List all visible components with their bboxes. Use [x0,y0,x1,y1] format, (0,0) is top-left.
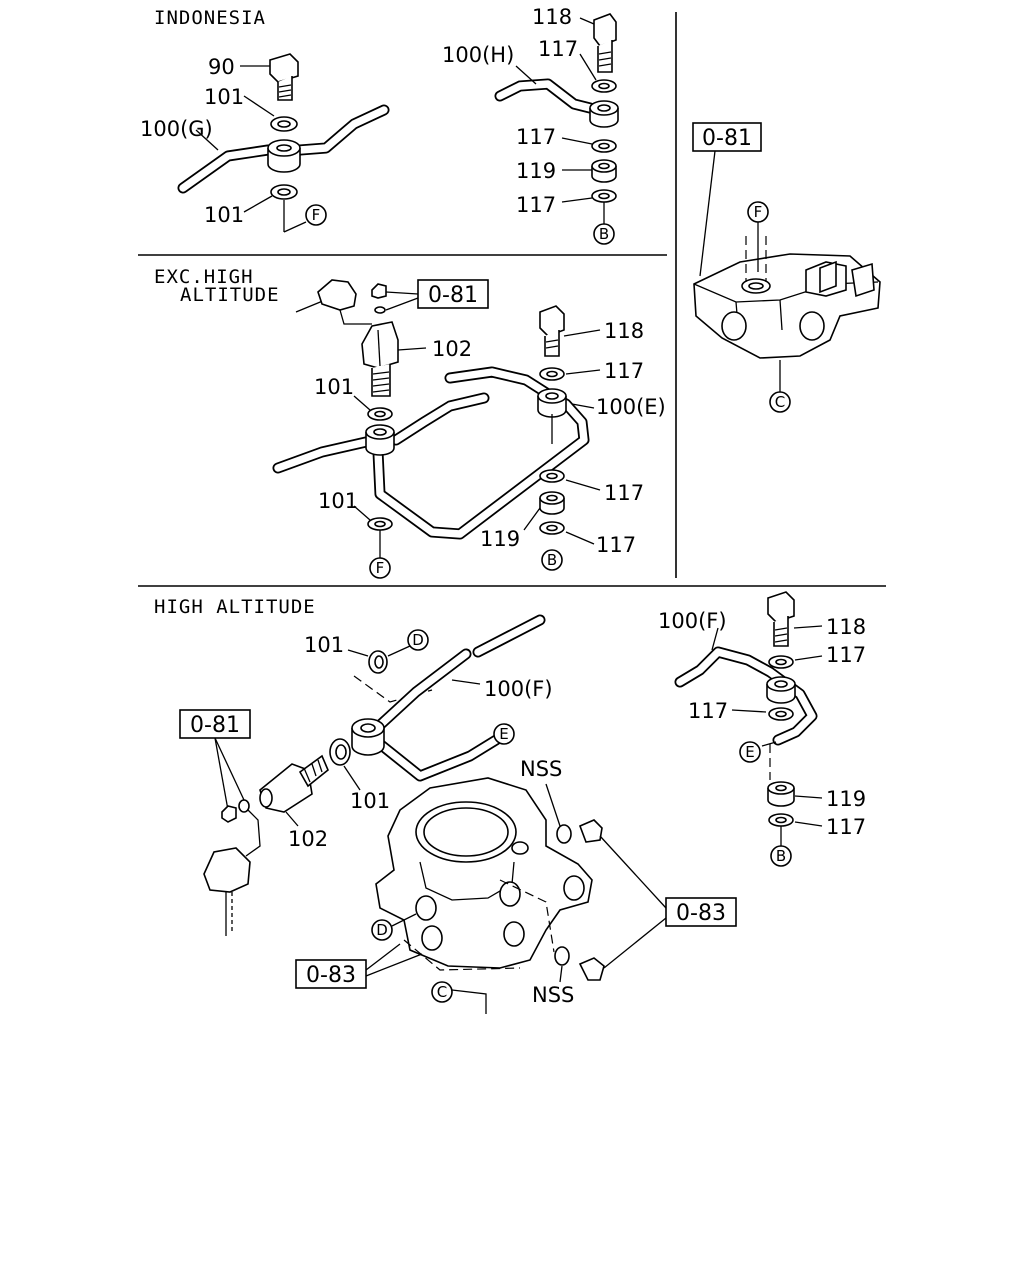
label-117-h2: 117 [516,125,556,149]
label-101-high-a: 101 [304,633,344,657]
label-102-exc: 102 [432,337,472,361]
connector-b-exc [541,549,563,571]
label-101-exc-a: 101 [314,375,354,399]
label-100f-right: 100(F) [658,609,727,633]
svg-text:0-81: 0-81 [428,283,478,308]
svg-text:F: F [376,559,385,577]
ref-box-081-top [692,122,762,152]
label-101-high-b: 101 [350,789,390,813]
label-100f-main: 100(F) [484,677,553,701]
label-119-exc: 119 [480,527,520,551]
svg-text:D: D [412,631,424,649]
washer-nss-top [556,824,572,844]
label-90: 90 [208,55,235,79]
eye-bolt-118-high [767,591,795,623]
label-102-high: 102 [288,827,328,851]
label-118-high: 118 [826,615,866,639]
washer-nss-bottom [554,946,570,966]
sensor-connector-high [203,847,251,893]
label-118-exc: 118 [604,319,644,343]
connector-f-casting [747,201,769,223]
label-117-high1: 117 [826,643,866,667]
ref-box-083-left [295,959,367,989]
connector-f-label: F [312,206,321,224]
svg-text:B: B [599,225,609,243]
label-101-a: 101 [204,85,244,109]
nut-high [221,805,237,823]
label-118-top: 118 [532,5,572,29]
exc-high-altitude-assembly: 0-81 102 101 101 F [272,279,666,579]
bolt-nss-top [578,819,603,843]
indonesia-assembly-h: 118 117 100(H) 117 119 117 B [442,5,619,245]
high-altitude-pipe-f-right: 118 117 117 100(F) E 119 117 B [658,591,866,867]
label-101-b: 101 [204,203,244,227]
svg-text:0-81: 0-81 [702,126,752,151]
label-117-exc2: 117 [604,481,644,505]
label-100g: 100(G) [140,117,213,141]
section-title-indonesia: INDONESIA [154,7,266,29]
label-119-high: 119 [826,787,866,811]
connector-d-high-top [407,629,429,651]
svg-text:0-83: 0-83 [306,963,356,988]
ref-box-083-right [665,897,737,927]
label-117-h1: 117 [538,37,578,61]
section-title-exc-high: EXC.HIGH [154,266,254,288]
svg-text:0-83: 0-83 [676,901,726,926]
sensor-connector [317,279,357,311]
eye-bolt-shank [277,76,293,101]
connector-c-casting [769,391,791,413]
connector-e-high-right [739,741,761,763]
label-117-high2: 117 [688,699,728,723]
label-100h: 100(H) [442,43,514,67]
switch-102-high [259,763,313,813]
ref-box-081-high [179,709,251,739]
label-101-exc-b: 101 [318,489,358,513]
ref-box-081-exc [417,279,489,309]
svg-text:C: C [437,983,447,1001]
label-nss-bottom: NSS [532,983,574,1007]
section-title-high-altitude: HIGH ALTITUDE [154,596,316,618]
svg-text:F: F [754,203,763,221]
label-117-high3: 117 [826,815,866,839]
svg-text:B: B [547,551,557,569]
high-altitude-assembly: 101 D 100(F) E 101 102 0-81 [179,614,737,1014]
svg-text:E: E [745,743,754,761]
eye-bolt-118-top [593,13,617,47]
label-117-exc3: 117 [596,533,636,557]
svg-text:D: D [376,921,388,939]
bolt-nss-bottom [578,957,605,981]
indonesia-assembly-g: 90 101 100(G) 101 F [140,53,390,233]
connector-d-high-bottom [371,919,393,941]
connector-c-high [431,981,453,1003]
svg-text:B: B [776,847,786,865]
connector-b-high [770,845,792,867]
svg-text:C: C [775,393,785,411]
connector-b-indonesia [593,223,615,245]
eye-bolt-90 [269,53,299,83]
nut-exc [371,283,387,299]
svg-text:E: E [499,725,508,743]
connector-f-exc [369,557,391,579]
label-119-h: 119 [516,159,556,183]
label-100e: 100(E) [596,395,666,419]
label-117-exc1: 117 [604,359,644,383]
label-117-h3: 117 [516,193,556,217]
connector-e-high [493,723,515,745]
svg-text:0-81: 0-81 [190,713,240,738]
eye-bolt-118-exc [539,305,565,337]
casting-081-top: 0-81 F C [692,122,881,413]
section-title-altitude: ALTITUDE [180,284,280,306]
connector-f-indonesia [305,204,327,226]
label-nss-top: NSS [520,757,562,781]
